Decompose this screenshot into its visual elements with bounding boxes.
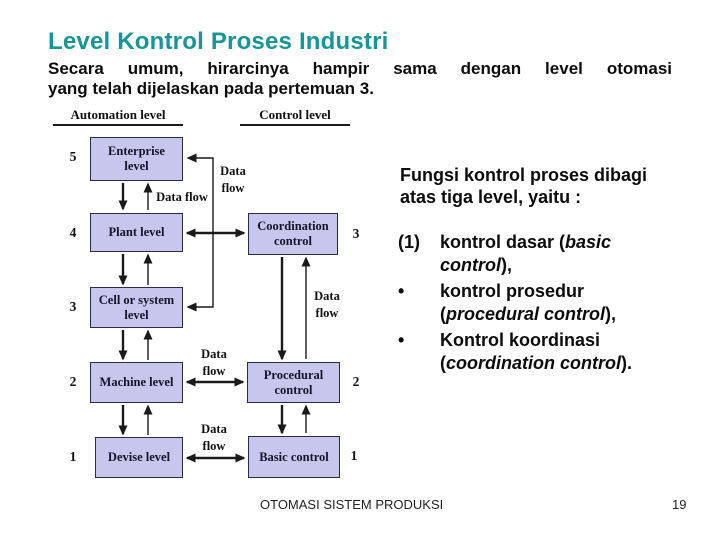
procedural-control-number: 2 — [352, 374, 360, 389]
list-item-3: • Kontrol koordinasi(coordination control… — [398, 329, 688, 375]
control-level-header: Control level — [240, 107, 350, 126]
data-flow-label-1: Data flow — [156, 190, 208, 204]
data-flow-connector — [186, 153, 214, 233]
machine-level-label: Machine level — [99, 375, 174, 389]
page-title: Level Kontrol Proses Industri — [48, 28, 389, 55]
machine-level-box: Machine level — [90, 362, 183, 403]
coordination-control-number: 3 — [352, 226, 360, 241]
footer-course-title: OTOMASI SISTEM PRODUKSI — [260, 497, 444, 512]
machine-level-number: 2 — [69, 374, 77, 389]
cell-or-system-level-number: 3 — [69, 299, 77, 314]
devise-level-label: Devise level — [107, 450, 171, 464]
intro-line-2: yang telah dijelaskan pada pertemuan 3. — [48, 79, 374, 98]
basic-control-label: Basic control — [259, 449, 329, 464]
right-panel-heading: Fungsi kontrol proses dibagi atas tiga l… — [400, 164, 647, 208]
plant-level-number: 4 — [69, 225, 77, 240]
list-item-marker: • — [398, 330, 405, 350]
enterprise-level-number: 5 — [69, 149, 77, 164]
list-item-text: Kontrol koordinasi(coordination control)… — [440, 330, 632, 373]
right-panel-heading-line-1: Fungsi kontrol proses dibagi — [400, 165, 648, 185]
list-item-marker: (1) — [398, 232, 420, 252]
list-item-text: kontrol prosedur(procedural control), — [440, 281, 617, 324]
intro-line-1: Secara umum, hirarcinya hampir sama deng… — [48, 59, 672, 78]
data-flow-connector — [186, 233, 214, 312]
page-number: 19 — [672, 497, 687, 512]
devise-level-number: 1 — [69, 449, 77, 464]
plant-level-box: Plant level — [90, 213, 183, 252]
list-item-marker: • — [398, 281, 405, 301]
list-item-2: • kontrol prosedur(procedural control), — [398, 280, 688, 326]
devise-level-box: Devise level — [95, 437, 183, 478]
right-panel-heading-line-2: atas tiga level, yaitu : — [400, 187, 582, 207]
intro-paragraph: Secara umum, hirarcinya hampir sama deng… — [48, 59, 672, 99]
basic-control-number: 1 — [350, 448, 358, 463]
automation-level-header: Automation level — [53, 107, 183, 126]
basic-control-box: Basic control — [248, 436, 340, 478]
plant-level-label: Plant level — [108, 225, 165, 239]
